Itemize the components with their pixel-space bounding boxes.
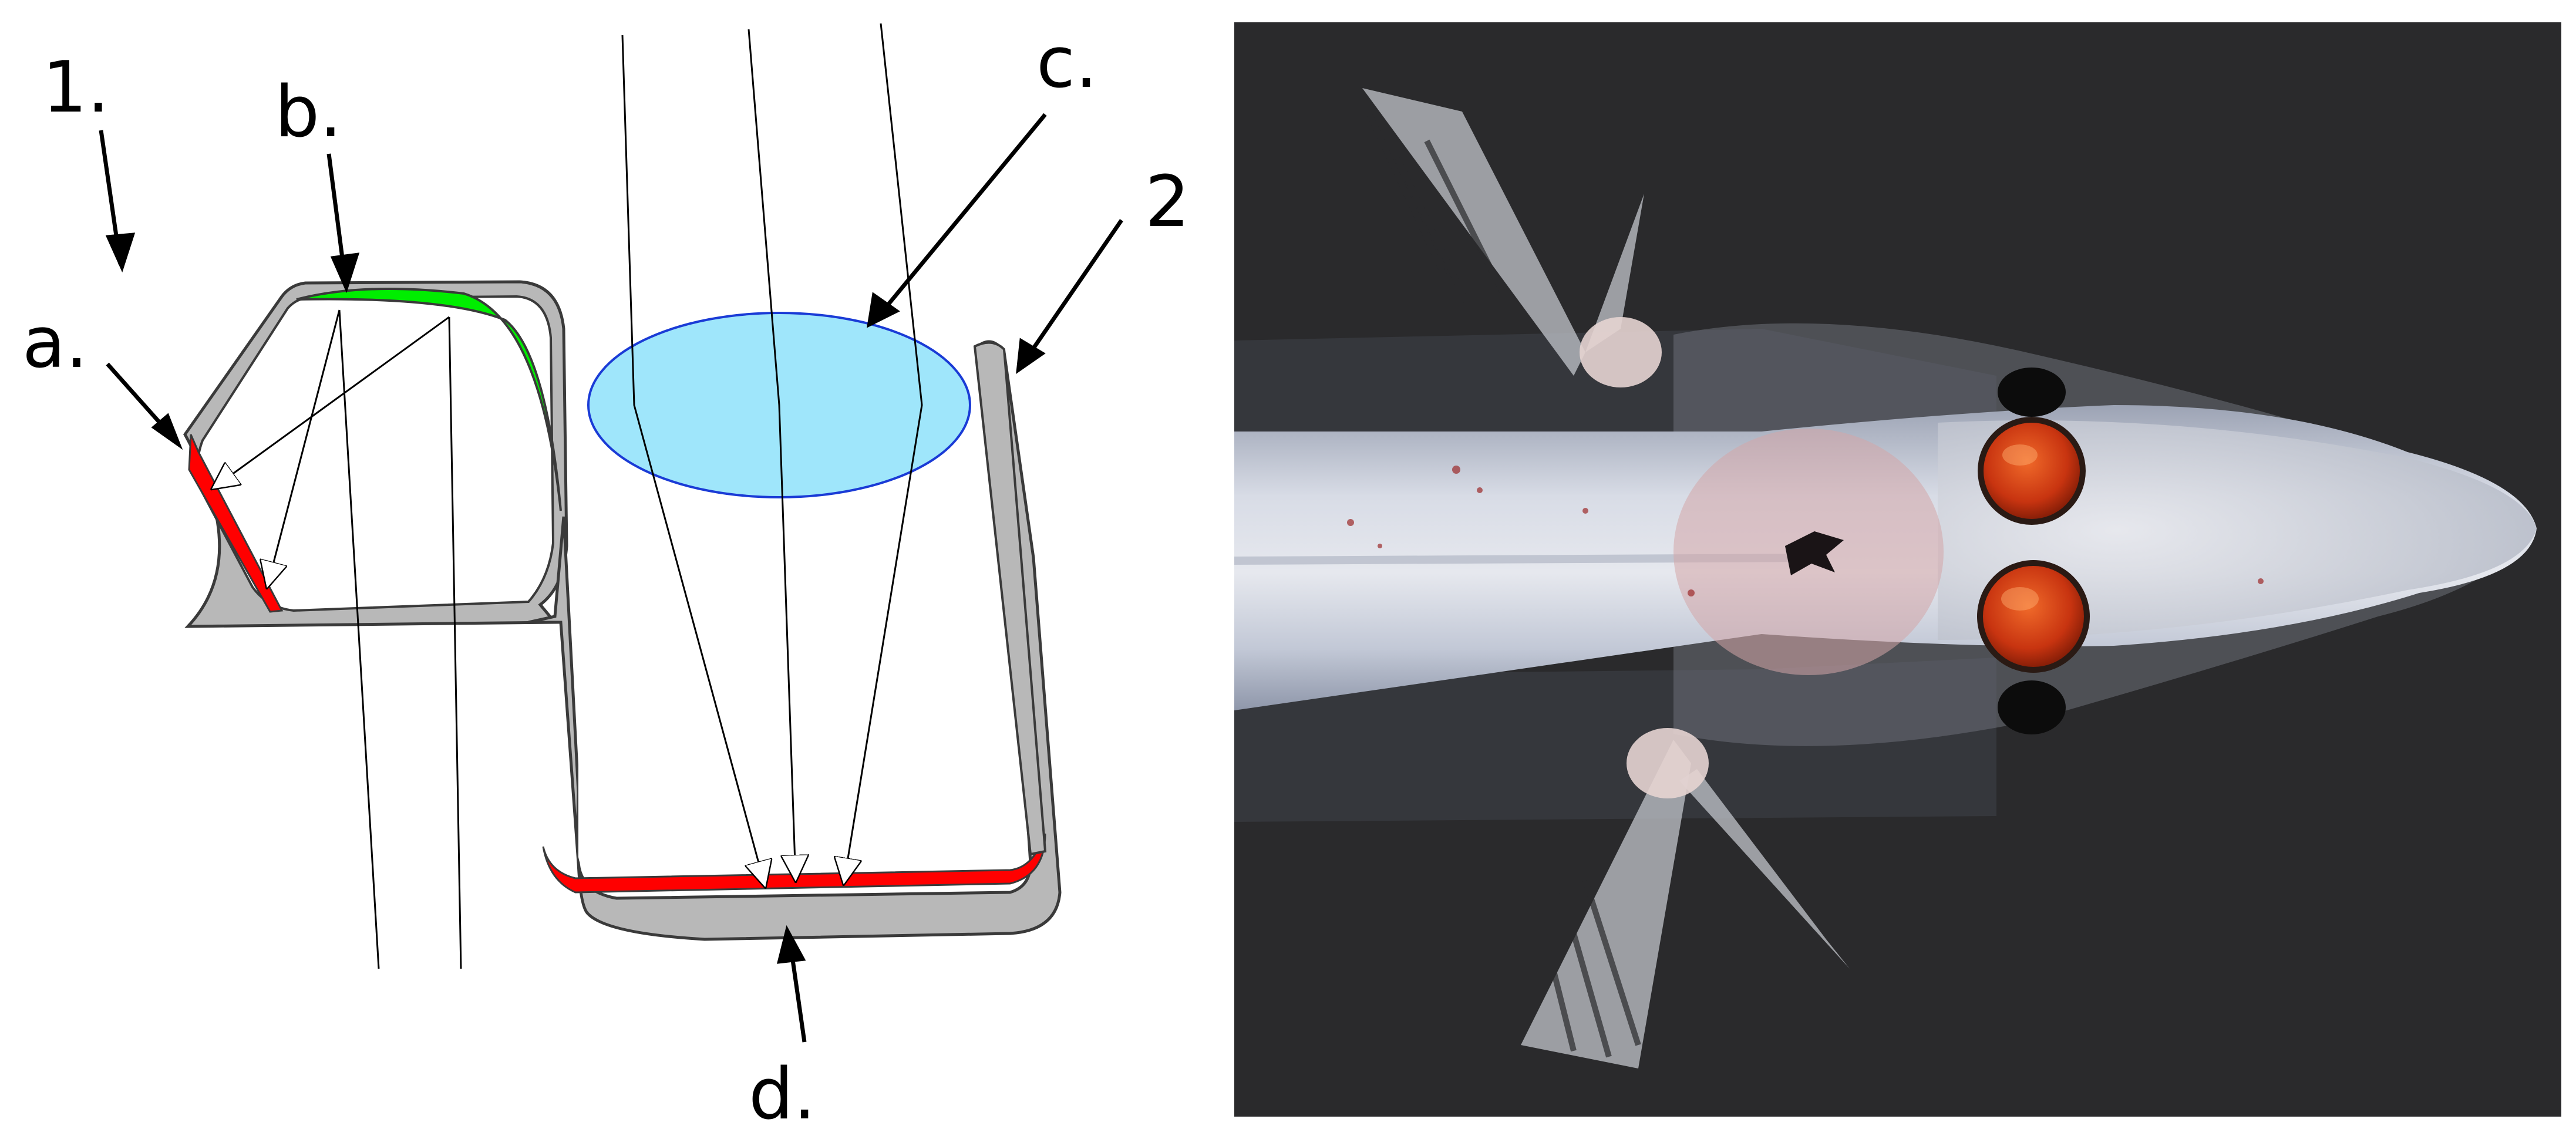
fish-head xyxy=(1938,420,2537,640)
light-rays-chamber-2 xyxy=(621,23,923,886)
arrow-2 xyxy=(1023,219,1123,362)
ray-1b xyxy=(448,316,462,969)
pointer-arrows xyxy=(99,113,1123,1043)
arrowhead-a xyxy=(151,413,183,450)
arrowhead-b xyxy=(330,252,360,294)
pigment-spot-upper xyxy=(1998,368,2066,417)
arrowhead-1 xyxy=(105,232,136,273)
pectoral-fin-upper xyxy=(1362,88,1662,387)
ray-2a xyxy=(621,35,765,886)
label-c: c. xyxy=(1036,22,1097,104)
central-dark-mark xyxy=(1785,531,1844,575)
arrowhead-d xyxy=(777,925,806,964)
blood-speckles xyxy=(1347,466,2264,596)
label-d: d. xyxy=(749,1054,816,1135)
ray-2b xyxy=(747,29,796,881)
eye-lower xyxy=(1977,560,2090,673)
fish-photo xyxy=(1234,22,2561,1117)
chamber-2-cavity xyxy=(578,364,1025,884)
arrowhead-c xyxy=(867,292,900,328)
pectoral-fin-lower xyxy=(1521,728,1850,1068)
light-rays-chamber-1 xyxy=(213,309,462,969)
second-eye-outer-wall xyxy=(973,341,1047,856)
ray-1a xyxy=(338,309,380,969)
ray-1a-reflected xyxy=(267,309,341,587)
label-b: b. xyxy=(275,72,342,153)
eye-upper xyxy=(1978,417,2086,525)
ray-2c xyxy=(844,23,923,884)
arrowhead-2 xyxy=(1016,338,1046,375)
label-1: 1. xyxy=(42,47,110,129)
label-a: a. xyxy=(22,302,88,384)
tapetum-green xyxy=(296,288,562,511)
reflecting-eye-chamber xyxy=(183,280,568,628)
arrow-c xyxy=(876,113,1047,319)
label-2: 2 xyxy=(1145,161,1190,243)
pigment-spot-lower xyxy=(1998,680,2066,734)
ray-1b-reflected xyxy=(213,316,450,488)
eye-diagram: 1. a. b. c. 2 d. xyxy=(22,22,1190,1135)
